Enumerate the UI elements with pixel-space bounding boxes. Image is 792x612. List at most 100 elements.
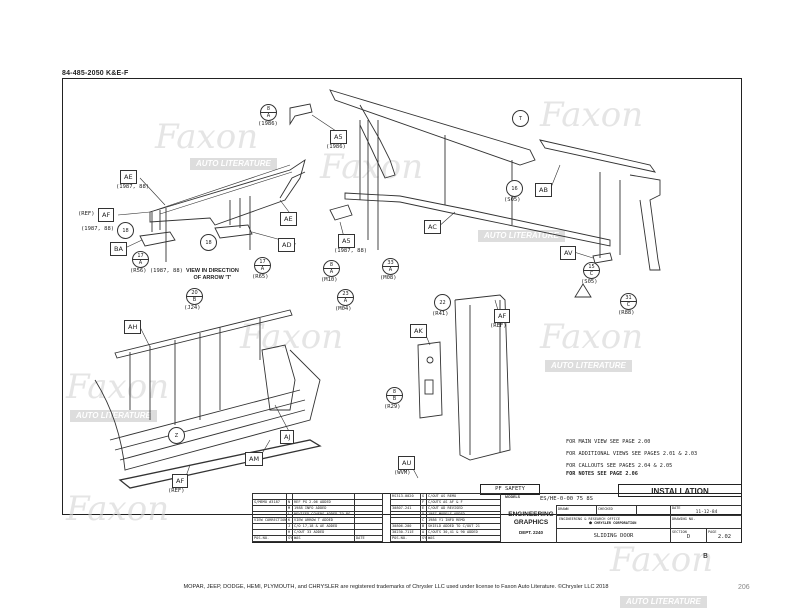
callout-number: T xyxy=(518,115,523,122)
pf-safety-label: PF SAFETY xyxy=(480,484,540,495)
callout-letter: A xyxy=(338,297,353,304)
callout-sublabel: (R29) xyxy=(384,404,401,410)
drawing-no-cell: DRAWING NO. xyxy=(670,515,742,528)
installation-label: INSTALLATION xyxy=(618,484,742,497)
callout-sublabel: (1987, 88) xyxy=(334,248,368,254)
callout-sublabel: (1987, 88) xyxy=(81,226,115,232)
callout-sublabel: (M04) xyxy=(335,306,352,312)
drawing-title: SLIDING DOOR xyxy=(593,533,634,539)
callout-number: 8 xyxy=(329,262,334,268)
callout-number: 8 xyxy=(266,106,271,112)
revision-cell: SY xyxy=(420,535,427,542)
bracket-ba xyxy=(139,231,176,247)
callout-sublabel: (R88) xyxy=(618,310,635,316)
callout-box-af: AF xyxy=(172,474,189,488)
callout-box-aj: AJ xyxy=(280,430,295,444)
callout-number: 16 xyxy=(511,185,518,192)
revision-cell: POS.NO. xyxy=(252,535,287,542)
callout-box-au: AU xyxy=(398,456,416,470)
callout-box-ak: AK xyxy=(410,324,427,338)
revision-cell: WAS xyxy=(292,535,355,542)
b-pillar-af xyxy=(454,294,511,461)
callout-sublabel: (J24) xyxy=(184,305,201,311)
callout-circle-16: 16 xyxy=(506,180,523,197)
callout-circle-22: 22 xyxy=(434,294,451,311)
watermark: Faxon xyxy=(540,317,644,357)
note-additional-views: FOR ADDITIONAL VIEWS SEE PAGES 2.01 & 2.… xyxy=(566,451,698,457)
watermark-tagline: AUTO LITERATURE xyxy=(620,596,707,608)
revision-cell: REVISED-COVERS ADDED TO PG xyxy=(292,511,355,518)
callout-box-ad: AD xyxy=(278,238,296,252)
callout-box-af: AF xyxy=(98,208,115,222)
page-label: PAGE xyxy=(708,530,717,534)
title-cell: SLIDING DOOR xyxy=(556,528,670,543)
watermark: Faxon xyxy=(320,147,424,187)
lower-pillar xyxy=(261,344,296,411)
bracket-ad xyxy=(214,224,253,239)
callout-circle-z: Z xyxy=(168,427,185,444)
center-track-ac xyxy=(344,192,611,247)
sill-molding-am xyxy=(118,439,322,489)
revision-cell: SY xyxy=(286,535,293,542)
callout-sublabel: (WVM) xyxy=(394,470,411,476)
company-logo-text: CHRYSLER CORPORATION xyxy=(594,521,637,525)
note-callouts: FOR CALLOUTS SEE PAGES 2.04 & 2.05 xyxy=(566,463,673,469)
view-note-line: OF ARROW 'T' xyxy=(193,275,232,281)
door-lower-panel xyxy=(94,349,321,471)
checked-label: CHECKED xyxy=(598,507,613,511)
callout-letter: B xyxy=(387,395,402,402)
graphics-text: GRAPHICS xyxy=(513,519,549,526)
drawn-label: DRAWN xyxy=(558,507,569,511)
date-value: 11-12-84 xyxy=(695,510,718,515)
watermark-tagline: AUTO LITERATURE xyxy=(545,360,632,372)
callout-number: Z xyxy=(174,432,179,439)
callout-box-av: AV xyxy=(560,246,577,260)
watermark: Faxon xyxy=(66,489,170,529)
callout-box-ae: AE xyxy=(280,212,297,226)
watermark-tagline: AUTO LITERATURE xyxy=(190,158,277,170)
callout-box-am: AM xyxy=(245,452,264,466)
document-number: 84-485-2050 K&E-F xyxy=(62,70,129,77)
revision-cell: DATE xyxy=(354,535,383,542)
bracket-a5 xyxy=(289,103,313,126)
view-note: VIEW IN DIRECTION OF ARROW 'T' xyxy=(186,268,239,282)
callout-sublabel: (S05) xyxy=(504,197,521,203)
callout-circle-18: 18 xyxy=(117,222,134,239)
office-label: ENGINEERING & RESEARCH OFFICE xyxy=(559,517,621,521)
callout-sublabel: (R41) xyxy=(432,311,449,317)
callout-box-ab: AB xyxy=(535,183,552,197)
callout-sublabel: (1986) xyxy=(258,121,278,127)
callout-number: 33 xyxy=(387,260,394,266)
callout-number: 18 xyxy=(205,239,212,246)
rear-quarter-track xyxy=(539,139,657,173)
callout-box-ae: AE xyxy=(120,170,137,184)
note-notes: FOR NOTES SEE PAGE 2.06 xyxy=(566,471,638,477)
callout-number: 17 xyxy=(137,253,144,259)
callout-number: 31 xyxy=(625,295,632,301)
callout-box-ah: AH xyxy=(124,320,142,334)
page-number: 206 xyxy=(738,584,750,591)
callout-sublabel: (M08) xyxy=(380,275,397,281)
section-value: D xyxy=(686,534,691,540)
upper-trim-panel xyxy=(149,158,306,226)
striker-plate-ak xyxy=(417,341,443,419)
watermark: Faxon xyxy=(240,317,344,357)
callout-number: 15 xyxy=(588,264,595,270)
triangle-flag xyxy=(574,283,592,298)
checked-cell: CHECKED xyxy=(596,505,636,515)
models-label: MODELS xyxy=(505,495,520,499)
office-cell: ENGINEERING & RESEARCH OFFICE⬟ CHRYSLER … xyxy=(556,515,670,528)
callout-number: 22 xyxy=(439,299,446,306)
